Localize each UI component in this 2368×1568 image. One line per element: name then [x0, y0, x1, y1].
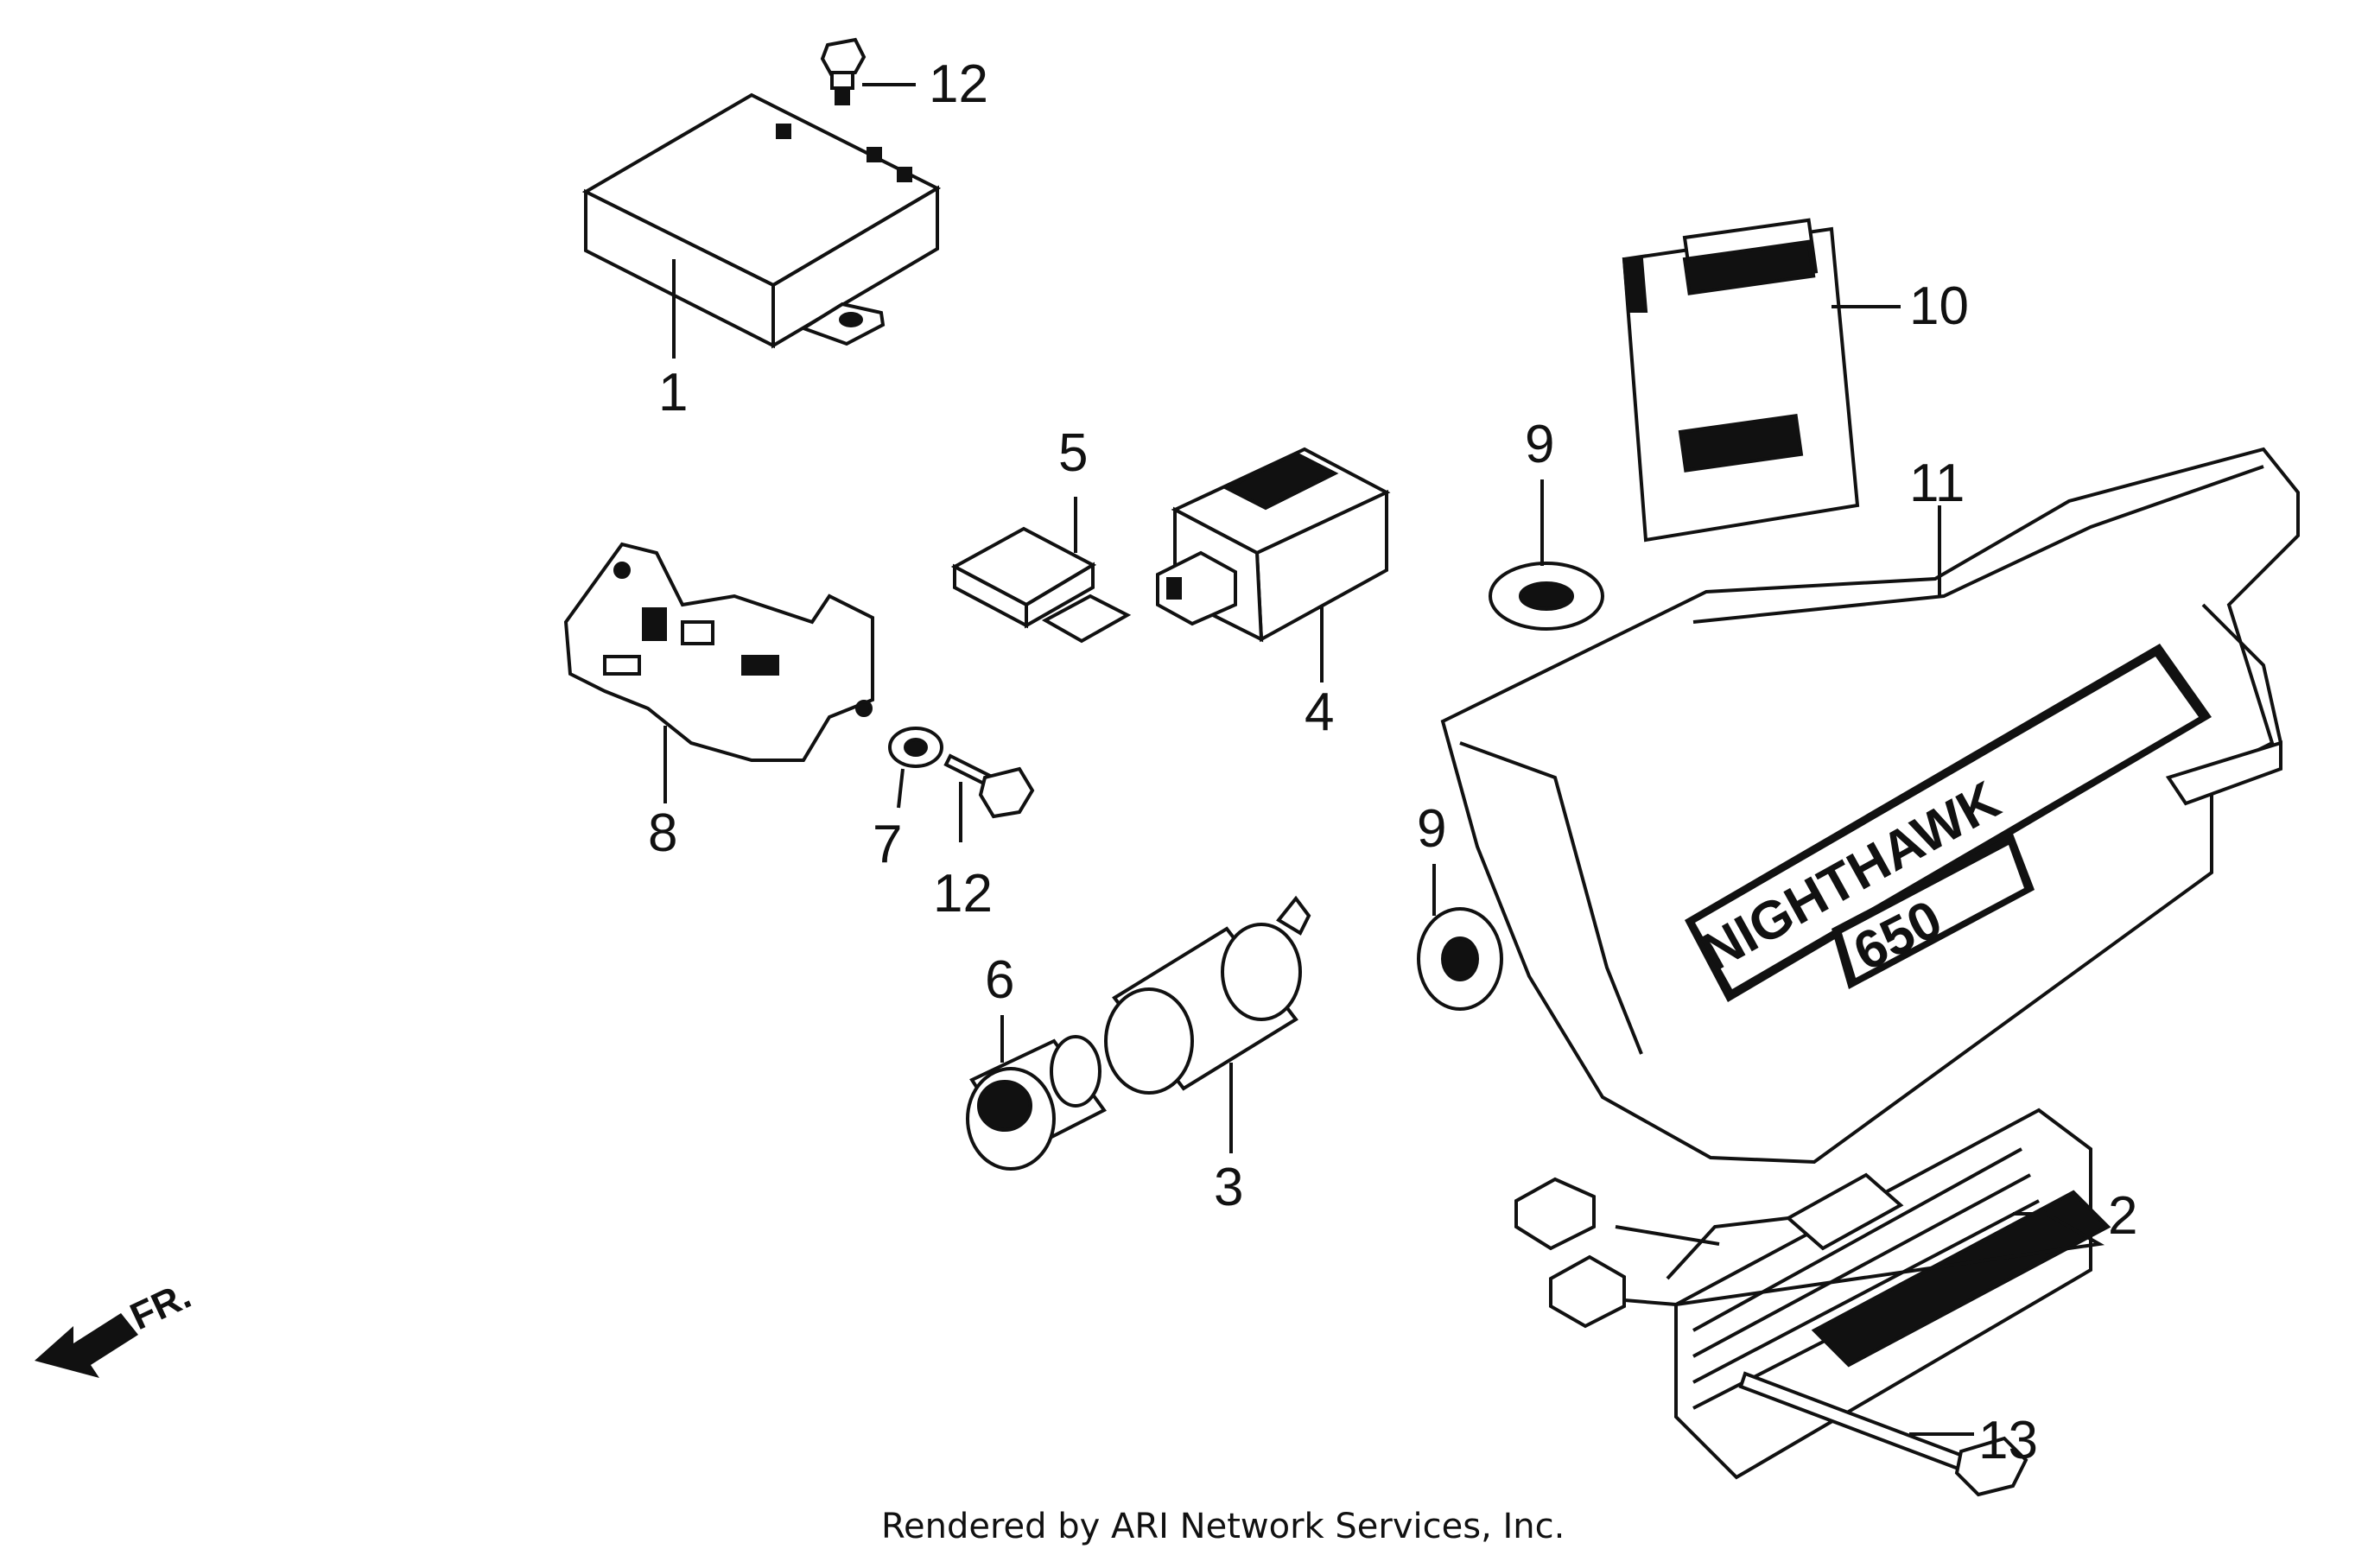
mounting-bracket — [563, 542, 874, 762]
cylinder-unit — [1104, 895, 1311, 1095]
front-label: FR. — [124, 1274, 198, 1338]
relay-connector — [1156, 447, 1391, 643]
callout-10: 10 — [1909, 276, 1969, 336]
cover-emblem — [1685, 644, 2212, 1002]
callout-8: 8 — [648, 803, 677, 863]
bolt-bracket — [943, 753, 1035, 819]
callout-2: 2 — [2108, 1186, 2137, 1246]
bolt-top — [820, 37, 867, 105]
credit-line: Rendered by ARI Network Services, Inc. — [881, 1507, 1565, 1546]
grommet-upper — [1489, 562, 1604, 631]
side-cover — [1440, 447, 2300, 1165]
rubber-boot — [966, 1035, 1107, 1171]
callout-5: 5 — [1058, 423, 1088, 483]
callout-12-top: 12 — [929, 54, 988, 114]
callout-6: 6 — [985, 950, 1014, 1010]
front-arrow-icon — [35, 1313, 138, 1378]
control-unit — [581, 92, 942, 349]
callout-4: 4 — [1305, 682, 1334, 742]
callout-7: 7 — [873, 815, 902, 874]
callout-3: 3 — [1214, 1158, 1243, 1217]
callout-12-bracket: 12 — [933, 864, 993, 924]
bolt-long — [1738, 1371, 2028, 1497]
callout-1: 1 — [658, 363, 688, 422]
washer — [888, 727, 943, 768]
callout-11: 11 — [1909, 454, 1965, 513]
callout-9-lower: 9 — [1417, 799, 1446, 859]
callout-13: 13 — [1978, 1411, 2038, 1470]
grommet-lower — [1417, 907, 1503, 1011]
emblem-sheet — [1622, 218, 1860, 543]
leader-7 — [897, 768, 905, 809]
relay-small — [950, 526, 1132, 644]
callout-9-upper: 9 — [1525, 415, 1554, 474]
